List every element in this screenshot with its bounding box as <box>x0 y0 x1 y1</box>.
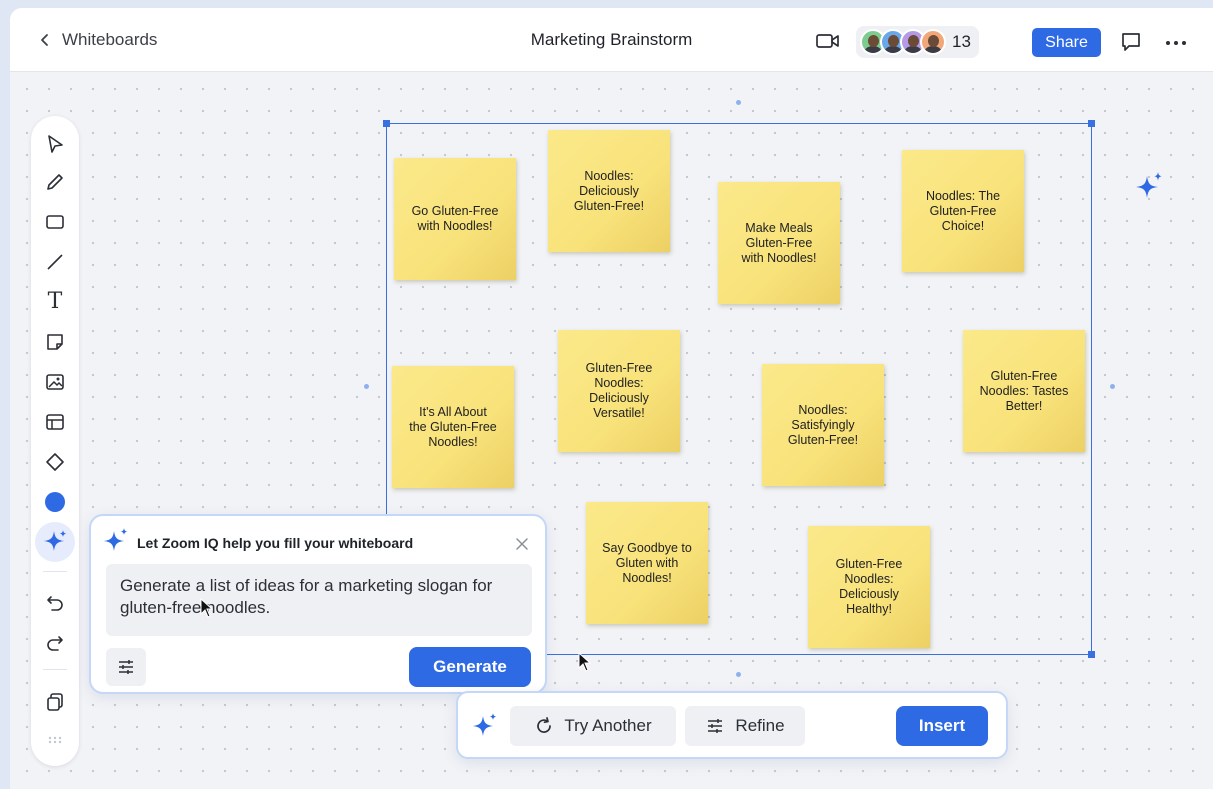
drag-grip-icon[interactable] <box>48 736 62 744</box>
refine-button[interactable]: Refine <box>685 706 805 746</box>
sparkle-icon <box>104 528 128 551</box>
prompt-input[interactable]: Generate a list of ideas for a marketing… <box>106 564 532 636</box>
close-icon[interactable] <box>515 537 529 551</box>
whiteboard-canvas[interactable]: Whiteboards Marketing Brainstorm 13 Shar… <box>10 8 1213 789</box>
pencil-icon <box>47 174 63 190</box>
back-to-whiteboards-link[interactable]: Whiteboards <box>38 30 157 50</box>
connector-dot[interactable] <box>736 100 741 105</box>
color-picker[interactable] <box>43 490 67 514</box>
sticky-note[interactable]: Say Goodbye to Gluten with Noodles! <box>586 502 708 624</box>
eraser-tool[interactable] <box>43 450 67 474</box>
zoom-iq-title: Let Zoom IQ help you fill your whiteboar… <box>137 535 414 551</box>
left-toolbar: T <box>31 116 79 766</box>
sticky-note-tool[interactable] <box>43 330 67 354</box>
mouse-cursor-icon <box>200 598 214 618</box>
ai-action-bar: Try Another Refine Insert <box>456 691 1008 759</box>
image-icon <box>46 374 64 390</box>
pen-tool[interactable] <box>43 170 67 194</box>
try-another-label: Try Another <box>564 716 652 735</box>
try-another-button[interactable]: Try Another <box>510 706 676 746</box>
toolbar-divider <box>43 571 67 572</box>
sticky-note-icon <box>47 334 63 350</box>
sparkle-icon[interactable] <box>1132 170 1166 204</box>
layout-template-icon <box>46 414 64 430</box>
sticky-note[interactable]: Go Gluten-Free with Noodles! <box>394 158 516 280</box>
connector-dot[interactable] <box>364 384 369 389</box>
image-tool[interactable] <box>43 370 67 394</box>
text-tool-glyph: T <box>47 288 63 314</box>
insert-button[interactable]: Insert <box>896 706 988 746</box>
rectangle-tool[interactable] <box>43 210 67 234</box>
pointer-arrow-icon <box>48 135 63 153</box>
back-label: Whiteboards <box>62 30 158 49</box>
sliders-icon <box>119 660 133 674</box>
pages-icon <box>47 693 63 711</box>
sticky-note[interactable]: It's All About the Gluten-Free Noodles! <box>392 366 514 488</box>
resize-handle[interactable] <box>383 120 390 127</box>
sticky-note[interactable]: Noodles: Satisfyingly Gluten-Free! <box>762 364 884 486</box>
zoom-iq-panel: Let Zoom IQ help you fill your whiteboar… <box>89 514 547 694</box>
prompt-settings-button[interactable] <box>106 648 146 686</box>
avatar <box>920 29 946 55</box>
sparkle-icon <box>473 713 497 736</box>
eraser-icon <box>46 453 64 471</box>
sliders-icon <box>708 719 723 733</box>
refine-label: Refine <box>735 716 785 735</box>
more-options-icon[interactable] <box>1164 40 1188 46</box>
chevron-left-icon <box>41 34 48 46</box>
sticky-note[interactable]: Make Meals Gluten-Free with Noodles! <box>718 182 840 304</box>
zoom-iq-tool[interactable] <box>35 522 75 562</box>
active-color-swatch <box>45 492 65 512</box>
pages-button[interactable] <box>43 690 67 714</box>
video-camera-icon[interactable] <box>815 31 841 51</box>
sticky-note[interactable]: Gluten-Free Noodles: Tastes Better! <box>963 330 1085 452</box>
share-button[interactable]: Share <box>1032 28 1101 57</box>
rectangle-icon <box>46 215 64 229</box>
resize-handle[interactable] <box>1088 120 1095 127</box>
resize-handle[interactable] <box>1088 651 1095 658</box>
redo-button[interactable] <box>43 630 67 654</box>
sticky-note[interactable]: Noodles: The Gluten-Free Choice! <box>902 150 1024 272</box>
template-tool[interactable] <box>43 410 67 434</box>
top-header: Whiteboards Marketing Brainstorm 13 Shar… <box>10 8 1213 72</box>
participant-count: 13 <box>952 32 971 51</box>
chat-bubble-icon[interactable] <box>1120 31 1142 53</box>
sticky-note[interactable]: Noodles: Deliciously Gluten-Free! <box>548 130 670 252</box>
sticky-note[interactable]: Gluten-Free Noodles: Deliciously Healthy… <box>808 526 930 648</box>
sparkle-icon <box>44 530 67 551</box>
redo-icon <box>47 636 63 651</box>
connector-dot[interactable] <box>736 672 741 677</box>
refresh-icon <box>537 717 552 733</box>
line-icon <box>47 254 63 270</box>
text-tool[interactable]: T <box>43 288 67 314</box>
toolbar-divider <box>43 669 67 670</box>
sticky-note[interactable]: Gluten-Free Noodles: Deliciously Versati… <box>558 330 680 452</box>
select-tool[interactable] <box>43 132 67 156</box>
line-tool[interactable] <box>43 250 67 274</box>
participants-group[interactable]: 13 <box>856 26 979 58</box>
undo-icon <box>47 596 63 611</box>
mouse-cursor-icon <box>578 652 592 672</box>
generate-button[interactable]: Generate <box>409 647 531 687</box>
connector-dot[interactable] <box>1110 384 1115 389</box>
undo-button[interactable] <box>43 590 67 614</box>
